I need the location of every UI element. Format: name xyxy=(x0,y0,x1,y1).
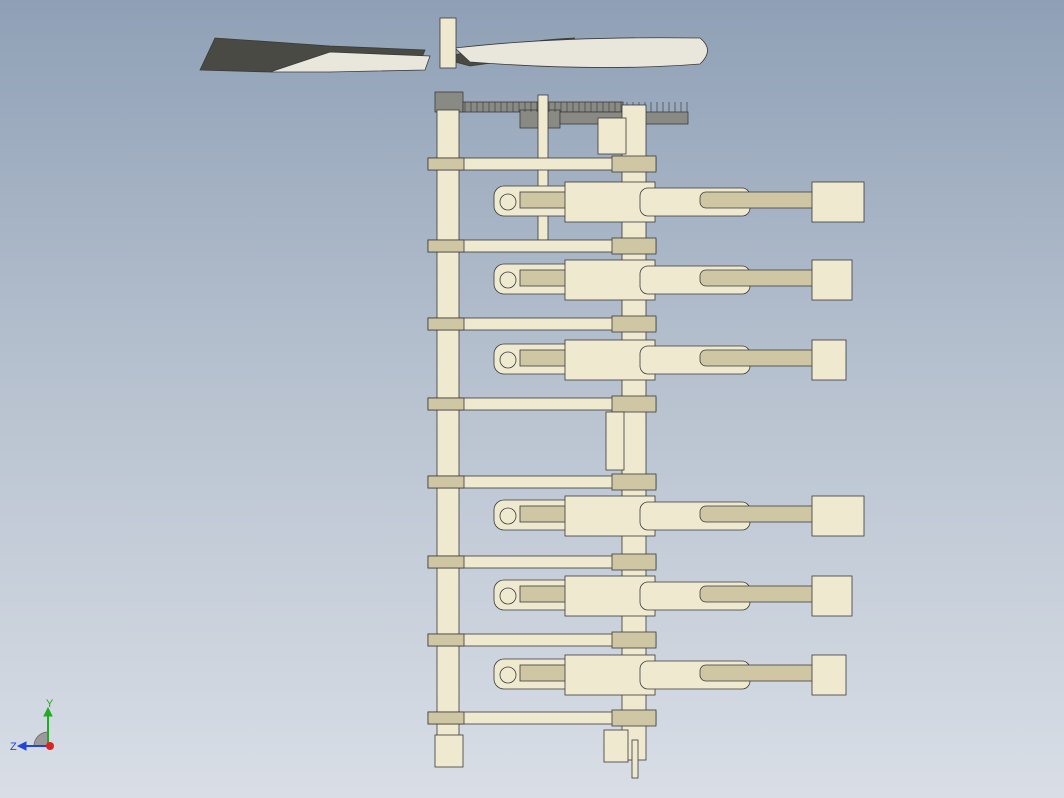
cross-bar-collar xyxy=(427,711,465,725)
wrist-pin xyxy=(499,587,517,605)
cross-bar-hub xyxy=(611,315,657,333)
y-axis-arrowhead xyxy=(43,706,53,717)
cross-bar-hub xyxy=(611,709,657,727)
cylinder-head xyxy=(811,181,865,223)
main-column-foot xyxy=(434,734,464,768)
connecting-rod-bar xyxy=(699,505,821,523)
rotor-blade-right xyxy=(454,37,708,68)
drive-gear-small xyxy=(434,91,464,113)
triad-base-icon xyxy=(33,731,49,747)
cross-bar-collar xyxy=(427,555,465,569)
cylinder-head xyxy=(811,654,847,696)
wrist-pin xyxy=(499,351,517,369)
crank-column-foot xyxy=(603,729,629,763)
wrist-pin xyxy=(499,666,517,684)
connecting-rod-bar xyxy=(699,664,821,682)
cross-bar-collar xyxy=(427,317,465,331)
crank-shaft-tip xyxy=(631,739,639,779)
mid-column-spacer xyxy=(605,411,625,471)
cross-bar-collar xyxy=(427,633,465,647)
z-axis-arrowhead xyxy=(16,741,27,751)
rotor-top-shaft xyxy=(439,17,457,69)
z-axis-label: Z xyxy=(10,741,17,753)
y-axis-label: Y xyxy=(46,698,54,710)
rotor-blade-left-face xyxy=(269,51,431,73)
cross-bar-hub xyxy=(611,631,657,649)
cross-bar-hub xyxy=(611,553,657,571)
wrist-pin xyxy=(499,193,517,211)
connecting-rod-bar xyxy=(699,191,821,209)
wrist-pin xyxy=(499,507,517,525)
cross-bar-hub xyxy=(611,155,657,173)
cross-bar-hub xyxy=(611,395,657,413)
cross-bar-collar xyxy=(427,397,465,411)
cylinder-head xyxy=(811,339,847,381)
cross-bar-hub xyxy=(611,237,657,255)
main-column-shaft xyxy=(436,109,460,751)
cross-bar-hub xyxy=(611,473,657,491)
view-orientation-triad[interactable]: Y Z xyxy=(8,698,68,758)
connecting-rod-bar xyxy=(699,269,821,287)
x-axis-dot xyxy=(46,742,54,750)
cross-bar-collar xyxy=(427,157,465,171)
wrist-pin xyxy=(499,271,517,289)
connecting-rod-bar xyxy=(699,585,821,603)
cross-bar-collar xyxy=(427,239,465,253)
cylinder-head xyxy=(811,259,853,301)
connecting-rod-bar xyxy=(699,349,821,367)
cross-bar-collar xyxy=(427,475,465,489)
crank-top-bearing xyxy=(597,117,627,155)
cylinder-head xyxy=(811,495,865,537)
cylinder-head xyxy=(811,575,853,617)
